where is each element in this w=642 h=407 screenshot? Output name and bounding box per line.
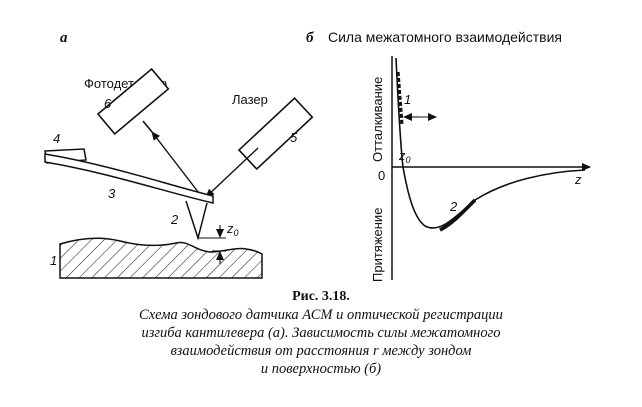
surface-body [59,237,263,279]
panel-b-title: Сила межатомного взаимодействия [328,29,562,45]
piezo-number: 4 [53,131,60,146]
photodetector-stem [142,120,153,133]
cantilever-beam [44,153,214,204]
panel-a-afm-schematic: а Фотодетектор 6 Лазер 5 4 3 [44,30,314,279]
caption-line: изгиба кантилевера (а). Зависимость силы… [141,325,501,341]
probe-tip: 2 [170,200,208,241]
sample-surface: 1 [50,237,263,279]
probe-tip-cone [185,200,208,241]
panel-b-letter: б [306,30,314,46]
photodetector: Фотодетектор 6 [84,67,170,136]
figure-canvas: а Фотодетектор 6 Лазер 5 4 3 [44,29,591,282]
curve1-label: 1 [404,92,411,107]
photodetector-box [96,67,170,136]
laser-beam-arrow [205,147,259,198]
photodetector-number: 6 [104,96,112,111]
panel-b-force-plot: б Сила межатомного взаимодействия Отталк… [306,29,591,282]
surface-number: 1 [50,253,57,268]
cantilever-number: 3 [108,186,116,201]
reflected-beam-arrow [151,131,203,198]
probe-tip-number: 2 [170,212,179,227]
caption-body: Схема зондового датчика АСМ и оптической… [0,306,642,378]
figure-caption: Рис. 3.18. Схема зондового датчика АСМ и… [0,288,642,378]
noncontact-region-segment [439,198,477,232]
caption-title: Рис. 3.18. [292,289,350,304]
curve2-label: 2 [449,199,458,214]
attraction-label: Притяжение [370,208,385,282]
laser-box [237,97,314,171]
force-z0-label: z0 [398,148,411,165]
laser-number: 5 [290,130,298,145]
caption-line: взаимодействия от расстояния r между зон… [170,343,472,359]
force-curve [395,57,586,229]
panel-a-letter: а [60,30,68,46]
distance-axis-label: z [574,172,582,187]
repulsion-label: Отталкивание [370,77,385,162]
laser: Лазер 5 [232,92,314,171]
cantilever: 3 [44,153,214,204]
caption-line: Схема зондового датчика АСМ и оптической… [139,307,503,323]
caption-line: и поверхностью (б) [260,361,382,377]
gap-z0-label: z0 [226,221,239,238]
origin-label: 0 [378,168,385,183]
contact-region-segment [396,71,404,126]
laser-label: Лазер [232,92,268,107]
